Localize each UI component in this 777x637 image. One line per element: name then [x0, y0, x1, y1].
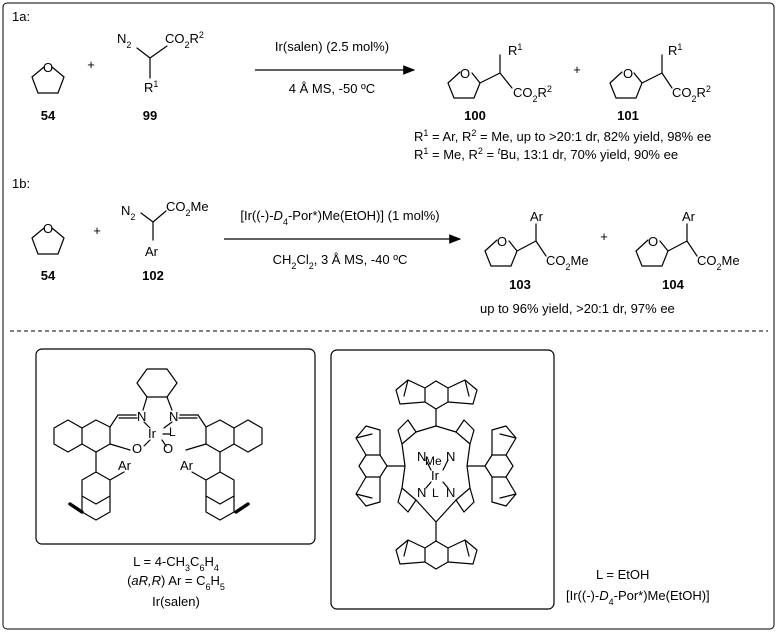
section-1b-label: 1b: — [12, 176, 30, 191]
svg-text:O: O — [648, 234, 658, 249]
result-1a-line-1: R1 = Ar, R2 = Me, up to >20:1 dr, 82% yi… — [414, 128, 711, 144]
svg-text:R1: R1 — [508, 42, 522, 58]
conditions-1b-top: [Ir((-)-D4-Por*)Me(EtOH)] (1 mol%) — [240, 208, 439, 227]
product-structure-100: O R1 CO2R2 — [447, 42, 552, 104]
result-1b: up to 96% yield, >20:1 dr, 97% ee — [480, 301, 675, 316]
svg-text:N: N — [446, 485, 455, 500]
svg-text:CO2R2: CO2R2 — [672, 84, 711, 104]
svg-text:O: O — [497, 234, 507, 249]
svg-text:N: N — [169, 409, 178, 424]
svg-text:N: N — [417, 449, 426, 464]
svg-text:L: L — [432, 486, 439, 500]
svg-text:N: N — [137, 409, 146, 424]
compound-100-label: 100 — [464, 108, 486, 123]
svg-text:O: O — [132, 441, 142, 456]
ir-salen-structure-box — [35, 348, 316, 545]
svg-text:CO2R2: CO2R2 — [513, 84, 552, 104]
svg-text:Ar: Ar — [682, 209, 696, 224]
svg-text:CO2Me: CO2Me — [166, 199, 209, 218]
svg-text:Ar: Ar — [145, 244, 159, 259]
section-1a-label: 1a: — [12, 9, 30, 24]
ir-salen-structure: N N Ir L O O Ar Ar — [53, 368, 263, 521]
compound-101-label: 101 — [617, 108, 639, 123]
svg-text:O: O — [43, 221, 53, 236]
svg-text:Ar: Ar — [118, 458, 132, 473]
thf-structure-54: O — [31, 60, 65, 94]
ir-porphyrin-name: [Ir((-)-D4-Por*)Me(EtOH)] — [566, 588, 710, 607]
svg-text:CO2R2: CO2R2 — [165, 30, 204, 50]
compound-54-label: 54 — [41, 108, 56, 123]
svg-text:N: N — [446, 449, 455, 464]
svg-text:Me: Me — [425, 454, 442, 468]
svg-text:O: O — [460, 66, 470, 81]
ir-salen-name: Ir(salen) — [152, 594, 200, 609]
svg-text:Ar: Ar — [180, 458, 194, 473]
compound-103-label: 103 — [509, 277, 531, 292]
product-structure-101: O R1 CO2R2 — [609, 42, 711, 104]
compound-54-label-b: 54 — [41, 268, 56, 283]
conditions-1b-bottom: CH2Cl2, 3 Å MS, -40 ºC — [273, 252, 408, 271]
ir-porphyrin-structure: N N N N Me Ir L — [355, 379, 517, 570]
product-structure-104: O Ar CO2Me — [635, 209, 740, 272]
ir-salen-aryl-legend: (aR,R) Ar = C6H5 — [127, 573, 225, 592]
svg-text:Ar: Ar — [530, 209, 544, 224]
svg-text:O: O — [163, 441, 173, 456]
diazo-structure-99: N2 CO2R2 R1 — [117, 30, 204, 95]
svg-text:O: O — [43, 60, 53, 75]
svg-text:O: O — [623, 66, 633, 81]
svg-text:N2: N2 — [117, 31, 131, 50]
product-structure-103: O Ar CO2Me — [484, 209, 589, 272]
conditions-1a-bottom: 4 Å MS, -50 ºC — [289, 81, 375, 96]
svg-text:CO2Me: CO2Me — [546, 253, 589, 272]
compound-99-label: 99 — [143, 108, 157, 123]
svg-text:N2: N2 — [121, 203, 135, 222]
compound-104-label: 104 — [662, 277, 684, 292]
svg-text:N: N — [417, 485, 426, 500]
plus-sign: + — [93, 223, 101, 238]
svg-text:Ir: Ir — [148, 426, 157, 441]
conditions-1a-top: Ir(salen) (2.5 mol%) — [275, 39, 389, 54]
ir-porphyrin-structure-box — [330, 349, 555, 610]
svg-text:CO2Me: CO2Me — [697, 253, 740, 272]
plus-sign: + — [573, 62, 581, 77]
ir-salen-ligand-legend: L = 4-CH3C6H4 — [133, 554, 219, 573]
result-1a-line-2: R1 = Me, R2 = tBu, 13:1 dr, 70% yield, 9… — [414, 146, 678, 162]
svg-text:R1: R1 — [144, 79, 158, 95]
plus-sign: + — [600, 229, 608, 244]
svg-text:Ir: Ir — [431, 468, 440, 483]
ir-porphyrin-ligand-legend: L = EtOH — [596, 567, 649, 582]
svg-text:R1: R1 — [668, 42, 682, 58]
compound-102-label: 102 — [142, 268, 164, 283]
diazo-structure-102: N2 CO2Me Ar — [121, 199, 209, 259]
plus-sign: + — [87, 57, 95, 72]
svg-text:L: L — [169, 425, 176, 439]
thf-structure-54-b: O — [31, 221, 65, 255]
